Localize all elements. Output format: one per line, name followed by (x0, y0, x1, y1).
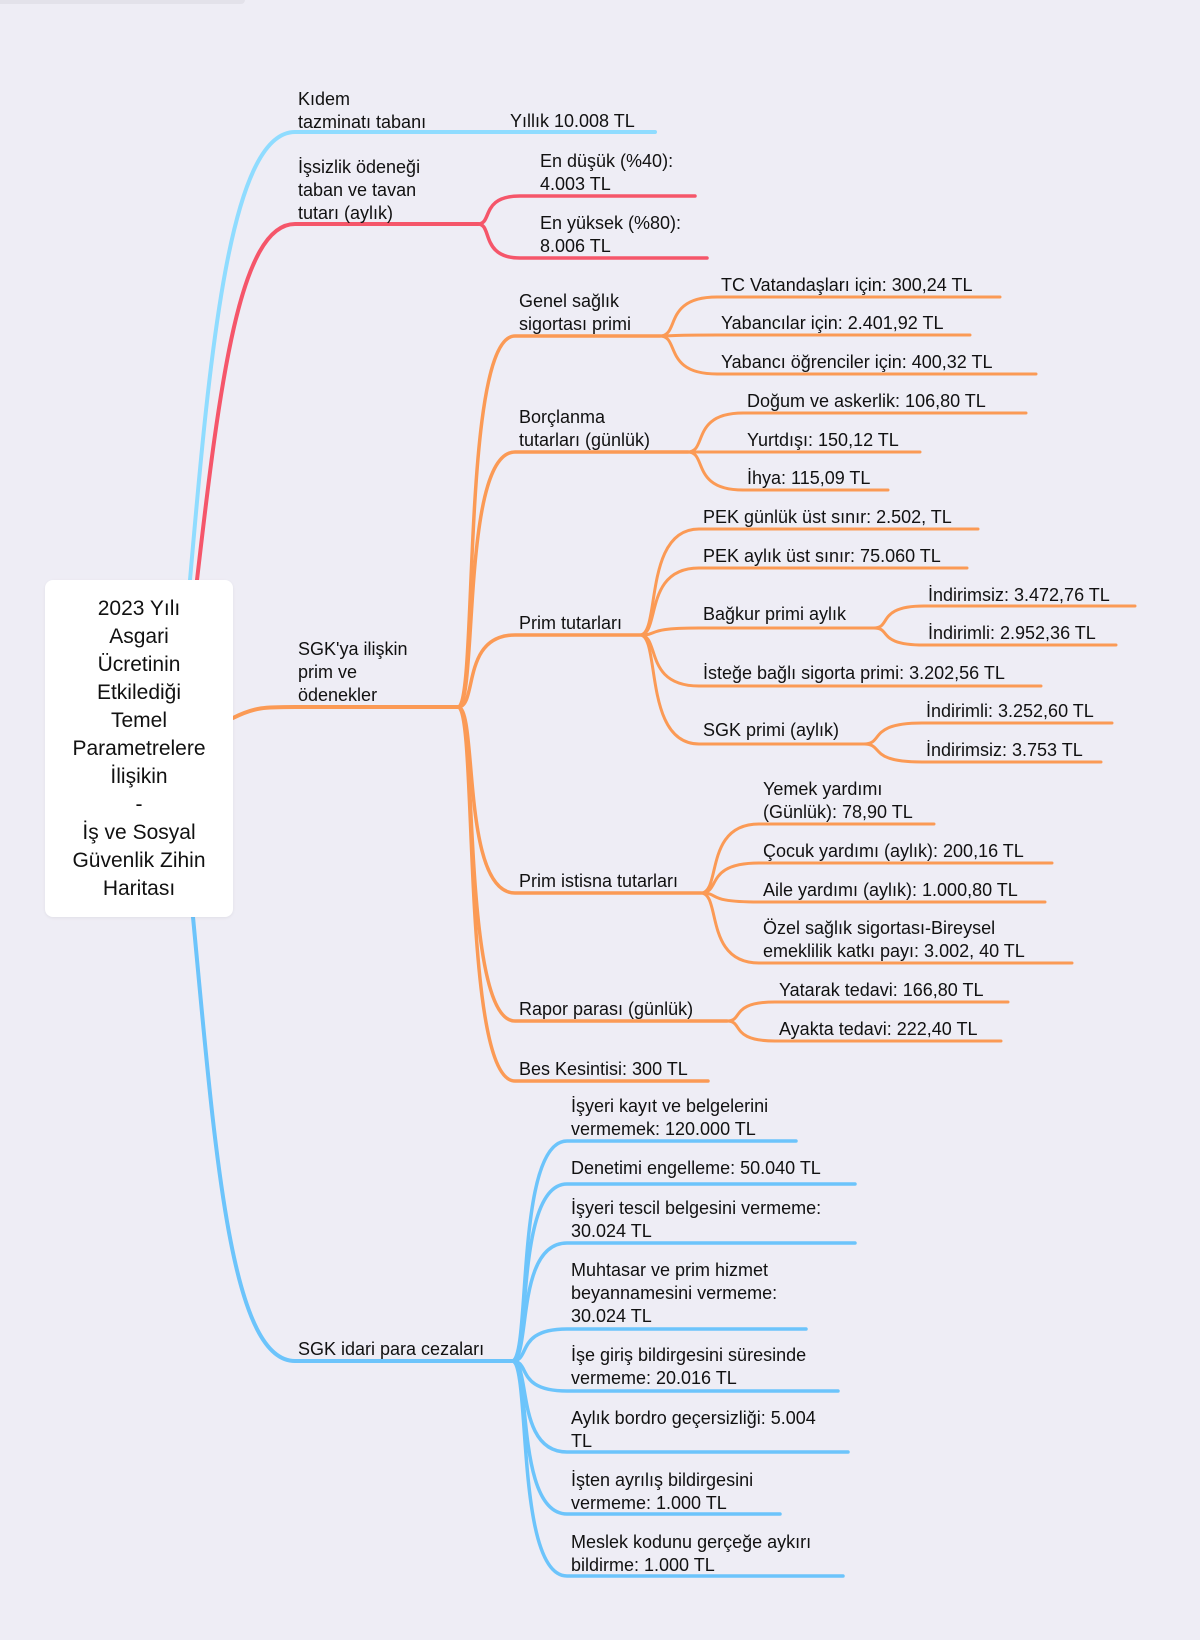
link-ayakta (725, 1019, 1003, 1043)
node-rapor-parasi[interactable]: Rapor parası (günlük) (519, 999, 694, 1019)
leaf-borclanma-dogum-askerlik[interactable]: Doğum ve askerlik: 106,80 TL (747, 391, 986, 411)
link-sgk-indirimsiz (862, 742, 1103, 764)
node-prim-istisna-tutarlari[interactable]: Prim istisna tutarları (519, 871, 679, 891)
link-bagkur (638, 626, 876, 637)
node-issizlik-en-dusuk[interactable]: En düşük (%40): 4.003 TL (540, 151, 674, 194)
leaf-borclanma-ihya[interactable]: İhya: 115,09 TL (747, 468, 871, 488)
link-sgk-indirimli (862, 721, 1114, 746)
link-gss-ogrenci (658, 334, 1038, 376)
leaf-gss-tc-vatandaslari[interactable]: TC Vatandaşları için: 300,24 TL (721, 275, 973, 295)
link-ozel-saglik (699, 891, 1074, 965)
leaf-ozel-saglik-bes[interactable]: Özel sağlık sigortası-Bireysel emeklilik… (763, 918, 1025, 961)
leaf-isyeri-tescil-belgesi[interactable]: İşyeri tescil belgesini vermeme: 30.024 … (571, 1198, 822, 1241)
link-ceza-7 (510, 1359, 845, 1578)
leaf-bagkur-indirimli[interactable]: İndirimli: 2.952,36 TL (928, 623, 1096, 643)
leaf-pek-aylik-ust-sinir[interactable]: PEK aylık üst sınır: 75.060 TL (703, 546, 941, 566)
link-sgk-primi (638, 633, 866, 746)
window-top-edge (0, 0, 245, 4)
leaf-gss-yabanci-ogrenciler[interactable]: Yabancı öğrenciler için: 400,32 TL (721, 352, 993, 372)
branch-sgk-prim-odenekler[interactable]: SGK'ya ilişkin prim ve ödenekler (298, 639, 408, 705)
link-pek-aylik (638, 566, 969, 637)
leaf-aile-yardimi[interactable]: Aile yardımı (aylık): 1.000,80 TL (763, 880, 1018, 900)
node-genel-saglik-sigortasi[interactable]: Genel sağlık sigortası primi (519, 291, 632, 334)
link-bagkur-indirimli (872, 626, 1118, 647)
root-node[interactable]: 2023 Yılı Asgari Ücretinin Etkilediği Te… (45, 580, 233, 917)
leaf-aylik-bordro[interactable]: Aylık bordro geçersizliği: 5.004 TL (571, 1408, 816, 1451)
leaf-muhtasar-beyanname[interactable]: Muhtasar ve prim hizmet beyannamesini ve… (571, 1260, 778, 1326)
branch-kidem-tazminati[interactable]: Kıdem tazminatı tabanı (298, 89, 427, 132)
link-istisna (456, 705, 703, 895)
link-gss (456, 334, 662, 709)
leaf-sgk-primi-indirimsiz[interactable]: İndirimsiz: 3.753 TL (926, 740, 1083, 760)
link-bes (456, 705, 710, 1083)
link-ceza-2 (510, 1241, 857, 1363)
link-prim-tutarlari (456, 633, 642, 709)
root-title: 2023 Yılı Asgari Ücretinin Etkilediği Te… (72, 596, 206, 900)
branch-issizlik-odenegi[interactable]: İşsizlik ödeneği taban ve tavan tutarı (… (298, 157, 421, 223)
leaf-sgk-primi-indirimli[interactable]: İndirimli: 3.252,60 TL (926, 701, 1094, 721)
link-sgk-ceza (191, 915, 514, 1363)
node-prim-tutarlari[interactable]: Prim tutarları (519, 613, 623, 633)
link-cocuk (699, 861, 1054, 895)
link-gss-yabanci (658, 333, 972, 338)
leaf-denetimi-engelleme[interactable]: Denetimi engelleme: 50.040 TL (571, 1158, 821, 1178)
node-issizlik-en-yuksek[interactable]: En yüksek (%80): 8.006 TL (540, 213, 682, 256)
link-issizlik-dusuk (476, 194, 697, 226)
link-borc-dogum (686, 411, 1028, 454)
node-sgk-primi-aylik[interactable]: SGK primi (aylık) (703, 720, 840, 740)
link-borc-ihya (686, 450, 890, 492)
leaf-ise-giris-bildirgesi[interactable]: İşe giriş bildirgesini süresinde vermeme… (571, 1345, 807, 1388)
leaf-bagkur-indirimsiz[interactable]: İndirimsiz: 3.472,76 TL (928, 585, 1110, 605)
link-sgk-prim (231, 705, 460, 720)
link-kidem (188, 130, 657, 582)
link-yemek (699, 822, 936, 895)
node-bagkur-primi-aylik[interactable]: Bağkur primi aylık (703, 604, 847, 624)
leaf-borclanma-yurtdisi[interactable]: Yurtdışı: 150,12 TL (747, 430, 899, 450)
branch-sgk-idari-cezalar[interactable]: SGK idari para cezaları (298, 1339, 485, 1359)
leaf-isyeri-kayit-belgeleri[interactable]: İşyeri kayıt ve belgelerini vermemek: 12… (571, 1096, 769, 1139)
node-kidem-yillik[interactable]: Yıllık 10.008 TL (510, 111, 635, 131)
leaf-meslek-kodu[interactable]: Meslek kodunu gerçeğe aykırı bildirme: 1… (571, 1532, 812, 1575)
leaf-yatarak-tedavi[interactable]: Yatarak tedavi: 166,80 TL (779, 980, 984, 1000)
link-ceza-3 (510, 1327, 808, 1363)
link-borclanma (456, 450, 690, 709)
link-issizlik (195, 222, 480, 582)
leaf-yemek-yardimi[interactable]: Yemek yardımı (Günlük): 78,90 TL (763, 779, 913, 822)
link-issizlik-yuksek (476, 222, 709, 260)
link-rapor (456, 705, 729, 1023)
leaf-ayakta-tedavi[interactable]: Ayakta tedavi: 222,40 TL (779, 1019, 978, 1039)
node-borclanma-tutarlari[interactable]: Borçlanma tutarları (günlük) (519, 407, 651, 450)
leaf-gss-yabancilar[interactable]: Yabancılar için: 2.401,92 TL (721, 313, 944, 333)
link-aile (699, 891, 1047, 904)
leaf-isten-ayrilis-bildirgesi[interactable]: İşten ayrılış bildirgesini vermeme: 1.00… (571, 1470, 754, 1513)
leaf-cocuk-yardimi[interactable]: Çocuk yardımı (aylık): 200,16 TL (763, 841, 1024, 861)
leaf-pek-gunluk-ust-sinir[interactable]: PEK günlük üst sınır: 2.502, TL (703, 507, 952, 527)
leaf-istege-bagli-sigorta[interactable]: İsteğe bağlı sigorta primi: 3.202,56 TL (703, 663, 1005, 683)
node-bes-kesintisi[interactable]: Bes Kesintisi: 300 TL (519, 1059, 688, 1079)
link-gss-tc (658, 295, 1002, 338)
